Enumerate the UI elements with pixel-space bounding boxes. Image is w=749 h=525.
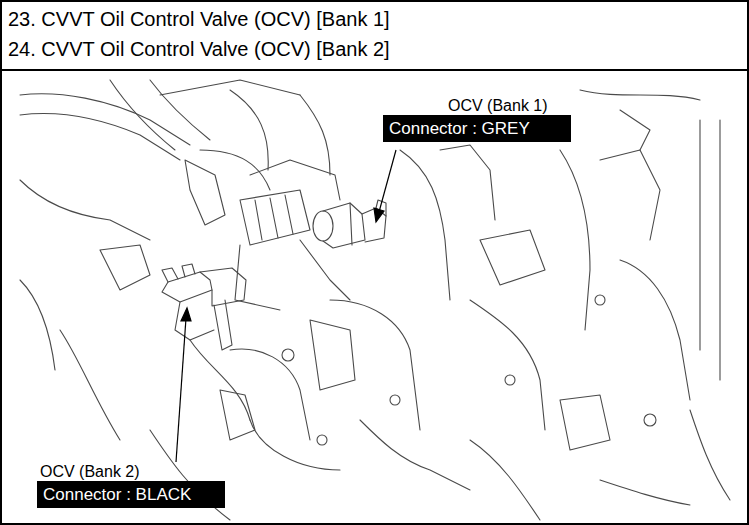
header-line: 23. CVVT Oil Control Valve (OCV) [Bank 1… [8, 7, 390, 31]
connector-callout: OCV (Bank 2)Connector : BLACK [37, 462, 225, 508]
header-divider [0, 69, 749, 71]
header-line: 24. CVVT Oil Control Valve (OCV) [Bank 2… [8, 37, 390, 61]
part-name: OCV (Bank 2) [37, 462, 143, 481]
connector-callout: OCV (Bank 1)Connector : GREY [383, 96, 571, 142]
part-name: OCV (Bank 1) [445, 96, 551, 115]
connector-label: Connector : BLACK [37, 481, 225, 508]
connector-label: Connector : GREY [383, 115, 571, 142]
